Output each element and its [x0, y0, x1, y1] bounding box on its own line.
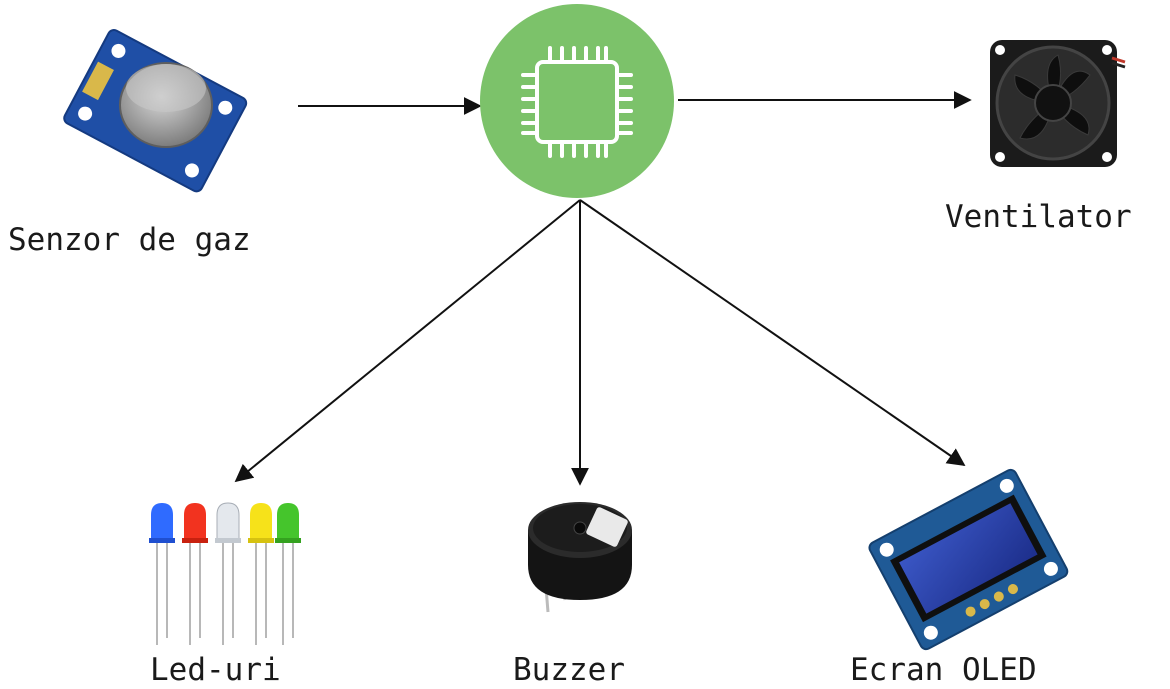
fan-label: Ventilator [945, 199, 1132, 235]
led-yellow [248, 503, 274, 645]
microcontroller-node [480, 4, 674, 198]
leds-icon [149, 502, 301, 645]
arrow-mcu-to-leds [234, 199, 581, 483]
led-red [182, 503, 208, 645]
gas-sensor-label: Senzor de gaz [8, 222, 251, 258]
arrows [234, 91, 972, 486]
oled-label: Ecran OLED [850, 652, 1037, 688]
fan-icon [990, 40, 1126, 167]
led-green [275, 503, 301, 645]
arrow-mcu-to-oled [579, 199, 966, 467]
led-blue [149, 503, 175, 645]
buzzer-icon [528, 502, 632, 613]
led-white [215, 502, 241, 645]
leds-label: Led-uri [150, 652, 281, 688]
buzzer-label: Buzzer [513, 652, 625, 688]
oled-screen-icon [868, 468, 1069, 651]
microcontroller-circle [480, 4, 674, 198]
chip-icon [521, 46, 633, 158]
gas-sensor-icon [63, 29, 248, 193]
